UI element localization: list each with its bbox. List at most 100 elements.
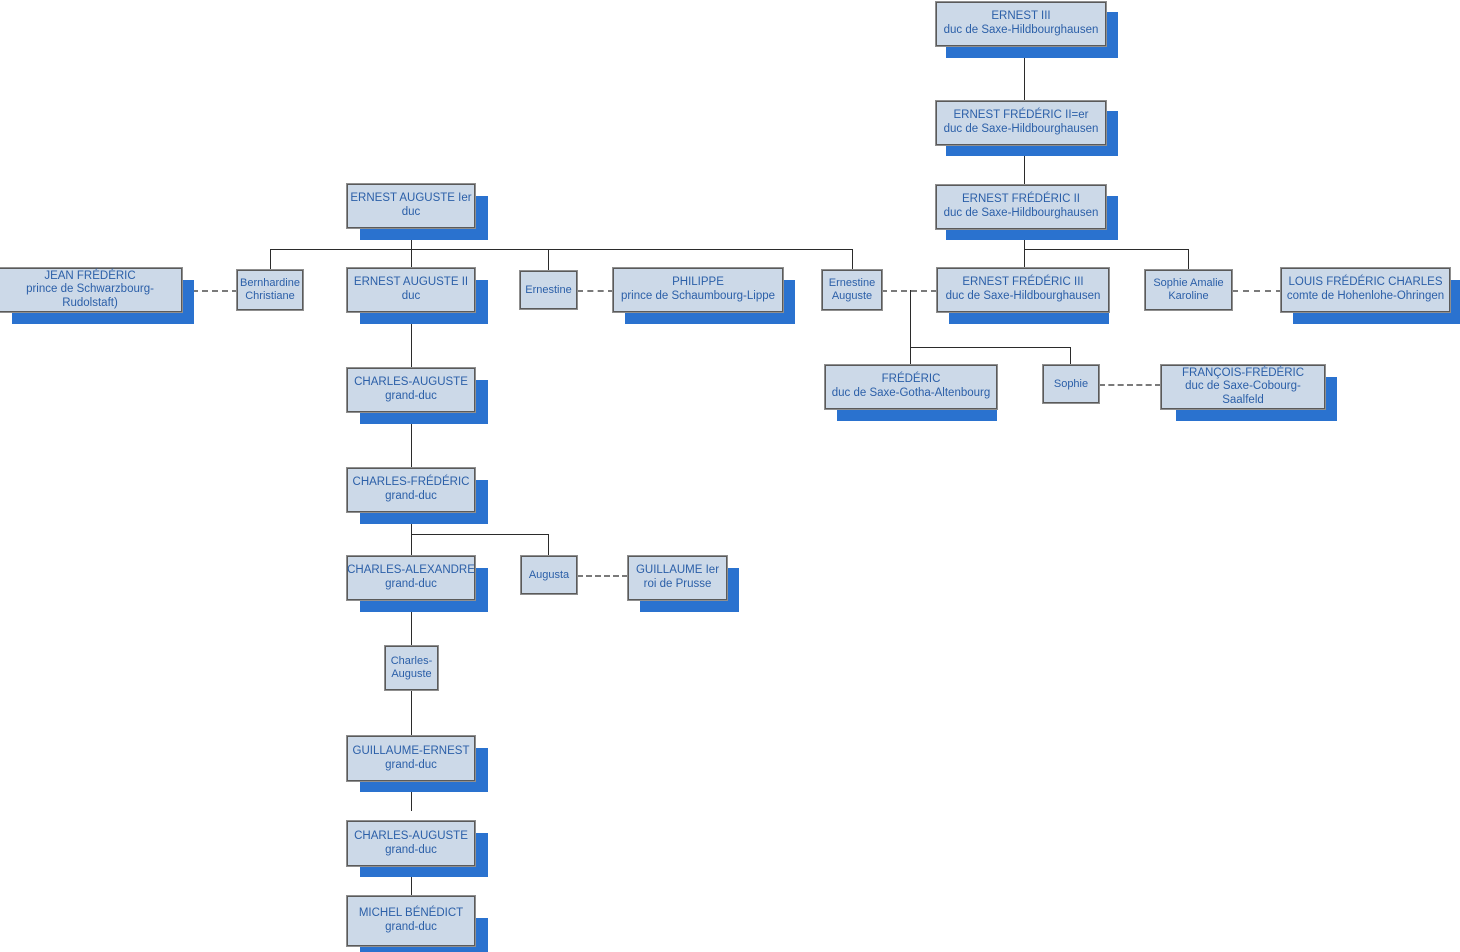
marriage-augusta-guillaume1 [577, 575, 628, 577]
node-line2: comte de Hohenlohe-Ohringen [1286, 290, 1445, 302]
connector-to-ernestaug2 [411, 249, 412, 270]
node-line1: MICHEL BÉNÉDICT [358, 907, 464, 920]
connector-ernestaug2-charlesaug1 [411, 313, 412, 368]
node-line1: CHARLES-AUGUSTE [354, 829, 468, 842]
connector-ernest3-ef2er [1024, 46, 1025, 102]
node-line2: roi de Prusse [643, 578, 712, 590]
node-ernest-frederic-3[interactable]: ERNEST FRÉDÉRIC III duc de Saxe-Hildbour… [936, 267, 1110, 313]
node-ernestine[interactable]: Ernestine [519, 270, 578, 310]
branch-bar-frederic-sophie [910, 347, 1071, 348]
connector-to-charlesalex [411, 534, 412, 556]
connector-charlesalex-charlesaugsm [411, 600, 412, 646]
marriage-sophie-francoisfred [1099, 384, 1161, 386]
connector-to-frederic [910, 347, 911, 365]
node-ernestine-auguste[interactable]: Ernestine Auguste [821, 269, 883, 311]
node-line1: Sophie Amalie [1153, 277, 1224, 290]
node-line2: duc de Saxe-Hildbourghausen [943, 123, 1099, 135]
node-line1: ERNEST FRÉDÉRIC II=er [953, 109, 1089, 122]
node-ernest-auguste-2[interactable]: ERNEST AUGUSTE II duc [346, 267, 476, 313]
node-line1: JEAN FRÉDÉRIC [44, 269, 136, 282]
marriage-jeanfrederic-bernhardine [182, 290, 238, 292]
node-ernest-auguste-1er[interactable]: ERNEST AUGUSTE Ier duc [346, 183, 476, 229]
node-charles-frederic[interactable]: CHARLES-FRÉDÉRIC grand-duc [346, 467, 476, 513]
node-sophie[interactable]: Sophie [1042, 364, 1100, 404]
node-ernest3[interactable]: ERNEST III duc de Saxe-Hildbourghausen [935, 1, 1107, 47]
node-line2: duc de Saxe-Cobourg-Saalfeld [1185, 380, 1301, 406]
node-line2: grand-duc [385, 843, 437, 856]
node-louis-frederic-charles[interactable]: LOUIS FRÉDÉRIC CHARLES comte de Hohenloh… [1280, 267, 1451, 313]
node-line2: Christiane [245, 290, 295, 302]
node-line2: Karoline [1168, 290, 1209, 302]
marriage-ernestineaug-ef3 [881, 290, 937, 292]
node-sophie-amalie-karoline[interactable]: Sophie Amalie Karoline [1144, 269, 1233, 311]
node-jean-frederic[interactable]: JEAN FRÉDÉRIC prince de Schwarzbourg-Rud… [0, 267, 183, 313]
node-guillaume-1er[interactable]: GUILLAUME Ier roi de Prusse [627, 555, 728, 601]
connector-ef3-marriage-down [910, 290, 911, 347]
node-line1: ERNEST III [991, 10, 1051, 23]
node-line1: CHARLES-AUGUSTE [354, 376, 468, 389]
node-line2: Auguste [391, 668, 432, 680]
node-frederic[interactable]: FRÉDÉRIC duc de Saxe-Gotha-Altenbourg [824, 364, 998, 410]
node-line1: Augusta [528, 568, 570, 581]
sibling-bar-right [1024, 249, 1189, 250]
node-francois-frederic[interactable]: FRANÇOIS-FRÉDÉRIC duc de Saxe-Cobourg-Sa… [1160, 364, 1326, 410]
node-line2: Auguste [831, 290, 873, 302]
node-charles-auguste-grand-duc-1[interactable]: CHARLES-AUGUSTE grand-duc [346, 367, 476, 413]
connector-guillaumeern-charlesaug2 [411, 781, 412, 811]
branch-bar-augusta [411, 534, 549, 535]
connector-to-ernestine [548, 249, 549, 270]
node-line1: CHARLES-ALEXANDRE [347, 564, 475, 577]
node-philippe[interactable]: PHILIPPE prince de Schaumbourg-Lippe [612, 267, 784, 313]
node-line1: LOUIS FRÉDÉRIC CHARLES [1288, 276, 1443, 289]
node-line2: grand-duc [385, 490, 437, 502]
node-bernhardine-christiane[interactable]: Bernhardine Christiane [236, 269, 304, 311]
connector-to-ernestineaug [852, 249, 853, 270]
node-line1: CHARLES-FRÉDÉRIC [352, 476, 470, 489]
marriage-sophieamalie-louisfc [1232, 290, 1282, 292]
node-line1: Ernestine [828, 277, 876, 290]
node-line1: Ernestine [525, 283, 572, 296]
node-charles-auguste-grand-duc-2[interactable]: CHARLES-AUGUSTE grand-duc [346, 820, 476, 867]
connector-to-sophie [1070, 347, 1071, 365]
node-line2: duc de Saxe-Hildbourghausen [943, 24, 1099, 36]
node-ernest-frederic-2[interactable]: ERNEST FRÉDÉRIC II duc de Saxe-Hildbourg… [935, 184, 1107, 230]
sibling-bar-left [270, 249, 853, 250]
connector-charlesaug2-michelben [411, 866, 412, 896]
node-line2: duc de Saxe-Gotha-Altenbourg [831, 387, 991, 399]
node-line2: grand-duc [385, 758, 437, 771]
connector-to-bernhardine [270, 249, 271, 270]
node-line1: ERNEST FRÉDÉRIC II [962, 193, 1080, 206]
connector-to-ef3 [1024, 249, 1025, 270]
node-line1: GUILLAUME Ier [635, 564, 720, 577]
node-line1: ERNEST AUGUSTE II [353, 276, 469, 289]
node-line1: Charles- [390, 655, 433, 668]
node-line1: ERNEST FRÉDÉRIC III [962, 276, 1084, 289]
node-michel-benedict[interactable]: MICHEL BÉNÉDICT grand-duc [346, 895, 476, 947]
connector-ef2er-ef2 [1024, 144, 1025, 186]
node-line1: ERNEST AUGUSTE Ier [350, 192, 472, 205]
node-line1: Sophie [1053, 377, 1089, 390]
node-ernest-frederic-2er[interactable]: ERNEST FRÉDÉRIC II=er duc de Saxe-Hildbo… [935, 100, 1107, 146]
node-line1: FRANÇOIS-FRÉDÉRIC [1181, 366, 1305, 379]
node-line1: PHILIPPE [672, 276, 724, 289]
node-line1: GUILLAUME-ERNEST [352, 744, 470, 757]
node-line1: FRÉDÉRIC [881, 373, 941, 386]
node-line2: duc de Saxe-Hildbourghausen [943, 207, 1099, 219]
node-line2: prince de Schaumbourg-Lippe [620, 290, 776, 302]
node-line2: grand-duc [385, 921, 437, 933]
node-charles-auguste-small[interactable]: Charles- Auguste [384, 645, 439, 691]
node-charles-alexandre[interactable]: CHARLES-ALEXANDRE grand-duc [346, 555, 476, 601]
node-line2: duc [401, 206, 421, 218]
connector-to-augusta [548, 534, 549, 556]
marriage-ernestine-philippe [577, 290, 614, 292]
node-augusta[interactable]: Augusta [520, 555, 578, 595]
connector-charlesaug1-charlesfred [411, 413, 412, 470]
node-guillaume-ernest[interactable]: GUILLAUME-ERNEST grand-duc [346, 735, 476, 782]
node-line2: duc de Saxe-Hildbourghausen [945, 290, 1101, 302]
node-line1: Bernhardine [240, 277, 300, 290]
node-line2: duc [401, 290, 421, 302]
node-line2: grand-duc [385, 390, 437, 402]
connector-to-sophieamalie [1188, 249, 1189, 270]
node-line2: grand-duc [385, 578, 437, 590]
